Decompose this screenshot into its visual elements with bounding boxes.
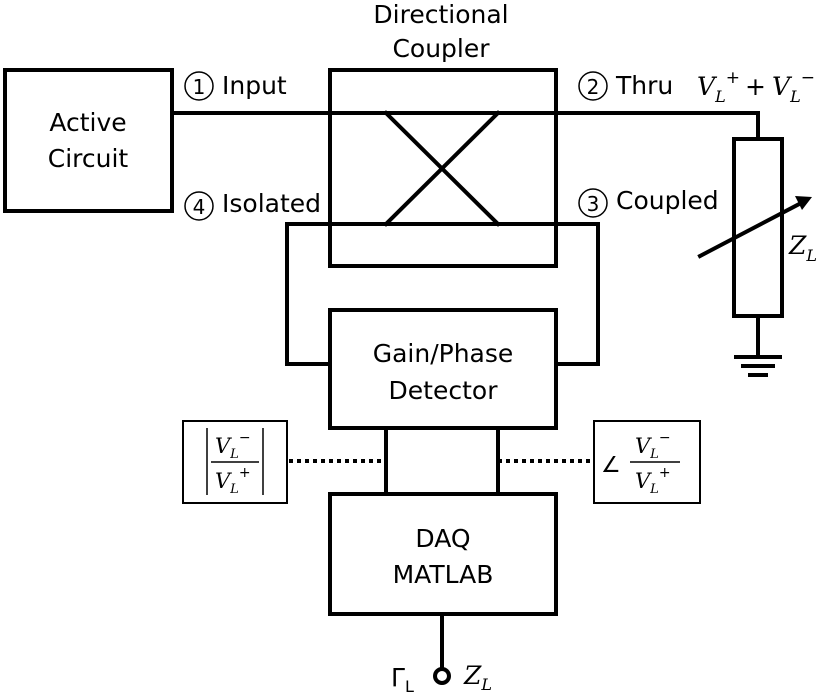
daq-matlab-block: DAQ MATLAB — [328, 492, 558, 616]
mag-numerator: VL− — [215, 430, 251, 462]
mag-denominator: VL+ — [215, 465, 251, 497]
port-4-number: 4 — [193, 195, 206, 219]
port-4-label: 4 Isolated — [184, 189, 321, 221]
port-3-name: Coupled — [616, 186, 719, 215]
phase-denominator: VL+ — [635, 465, 671, 497]
port-1-circle — [184, 71, 214, 101]
thru-voltage-label: VL+ + VL− — [697, 68, 815, 106]
variable-load: ZL — [697, 137, 817, 318]
daq-label-2: MATLAB — [393, 560, 494, 589]
thru-v-plus: VL+ — [697, 68, 740, 106]
wiring — [170, 111, 782, 670]
coupler-title-1: Directional — [373, 0, 508, 29]
variable-arrow-shaft — [697, 198, 808, 259]
coupler-cross-2 — [383, 110, 501, 227]
angle-symbol: ∠ — [601, 453, 621, 478]
port-3-number: 3 — [587, 192, 600, 216]
output-node — [433, 667, 451, 685]
coupled-port-wire — [554, 222, 600, 366]
port-4-name: Isolated — [222, 189, 321, 218]
variable-arrow-head — [795, 196, 812, 210]
port-1-number: 1 — [193, 75, 206, 99]
active-circuit-label-2: Circuit — [48, 144, 129, 173]
detector-label-1: Gain/Phase — [373, 339, 514, 368]
detector-label-2: Detector — [389, 376, 499, 405]
daq-label-1: DAQ — [415, 524, 470, 553]
port-3-label: 3 Coupled — [578, 186, 719, 218]
port-2-label: 2 Thru — [578, 71, 673, 101]
active-circuit-block: Active Circuit — [3, 68, 174, 213]
thru-sum-operator: + — [745, 72, 766, 101]
isolated-port-wire — [285, 222, 332, 366]
port-1-name: Input — [222, 71, 287, 100]
coupler-title-2: Coupler — [392, 34, 490, 63]
gain-phase-detector-block: Gain/Phase Detector — [328, 308, 558, 430]
port-1-label: 1 Input — [184, 71, 287, 101]
directional-coupler-block: Directional Coupler — [328, 0, 558, 268]
output-z-label: ZL — [463, 661, 492, 693]
phase-numerator: VL− — [635, 430, 671, 462]
port-2-number: 2 — [587, 75, 600, 99]
magnitude-readout: VL− VL+ — [182, 420, 288, 504]
port-4-circle — [184, 191, 214, 221]
active-circuit-label-1: Active — [49, 108, 126, 137]
port-2-circle — [578, 71, 608, 101]
gamma-label: ΓL — [391, 663, 414, 693]
port-3-circle — [578, 188, 608, 218]
port-2-name: Thru — [615, 71, 673, 100]
output-terminal: ΓL ZL — [391, 661, 492, 693]
phase-readout: ∠ VL− VL+ — [593, 420, 701, 504]
load-label: ZL — [788, 231, 817, 265]
thru-v-minus: VL− — [772, 68, 815, 106]
